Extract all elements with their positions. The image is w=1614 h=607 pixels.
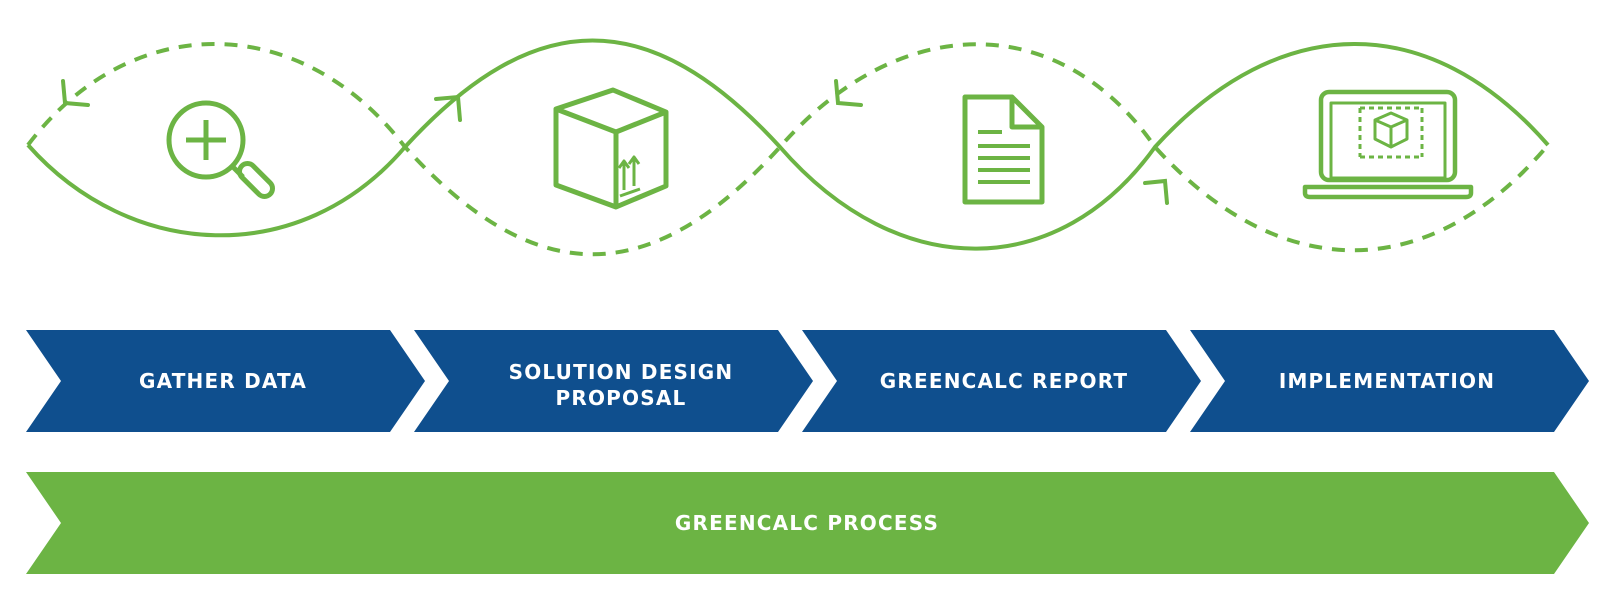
step-label-implementation: IMPLEMENTATION: [1279, 369, 1495, 393]
flow-curves: [26, 38, 1550, 257]
step-label-solution-design-line2: PROPOSAL: [556, 386, 687, 410]
step-chevron-greencalc-report: [802, 330, 1201, 432]
document-icon: [962, 94, 1045, 205]
process-bar: [26, 472, 1589, 574]
package-box-icon: [553, 87, 669, 210]
step-chevrons: [26, 330, 1589, 432]
solid-flow-curve: [26, 38, 1550, 251]
step-label-greencalc-report: GREENCALC REPORT: [880, 369, 1129, 393]
arrowhead-right-1: [434, 94, 462, 122]
process-bar-label: GREENCALC PROCESS: [675, 511, 939, 535]
laptop-cube-icon: [1302, 89, 1474, 200]
step-chevron-solution-design-proposal: [414, 330, 813, 432]
step-chevron-implementation: [1190, 330, 1589, 432]
flow-arrowheads: [61, 79, 1169, 205]
step-label-solution-design-line1: SOLUTION DESIGN: [509, 360, 734, 384]
step-label-gather-data: GATHER DATA: [139, 369, 307, 393]
step-labels: GATHER DATA SOLUTION DESIGN PROPOSAL GRE…: [139, 360, 1495, 410]
arrowhead-left-2: [834, 79, 863, 107]
arrowhead-left-1: [61, 79, 90, 107]
arrowhead-right-2: [1143, 178, 1169, 205]
step-chevron-gather-data: [26, 330, 425, 432]
magnifier-plus-icon: [166, 100, 275, 199]
